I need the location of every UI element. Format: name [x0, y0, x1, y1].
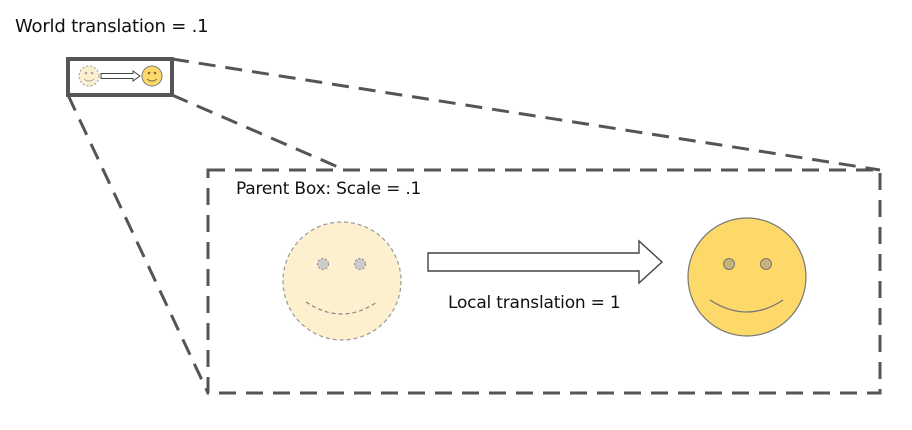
- right-arrow-icon: [427, 239, 664, 285]
- mini-faded-face-icon: [78, 65, 100, 87]
- world-view-box: [66, 57, 174, 97]
- face-left-eye: [723, 258, 735, 270]
- world-translation-label: World translation = .1: [15, 16, 209, 37]
- mini-face-icon: [141, 65, 163, 87]
- projection-line-left: [66, 94, 210, 394]
- face-outline: [687, 217, 807, 337]
- faded-face-left-eye: [317, 258, 329, 270]
- zoom-projection-lines: [66, 57, 881, 394]
- parent-box: [206, 168, 882, 395]
- face-right-eye: [760, 258, 772, 270]
- local-translation-label: Local translation = 1: [448, 293, 621, 313]
- translated-face-icon: [687, 217, 807, 337]
- mini-right-arrow-icon: [100, 70, 141, 82]
- face-mouth: [709, 299, 784, 313]
- faded-face-outline: [282, 221, 402, 341]
- projection-line-top: [171, 57, 881, 172]
- faded-face-mouth: [305, 301, 378, 315]
- parent-box-label: Parent Box: Scale = .1: [236, 179, 422, 199]
- projection-line-middle: [171, 93, 346, 172]
- faded-face-right-eye: [354, 258, 366, 270]
- faded-face-icon: [282, 221, 402, 341]
